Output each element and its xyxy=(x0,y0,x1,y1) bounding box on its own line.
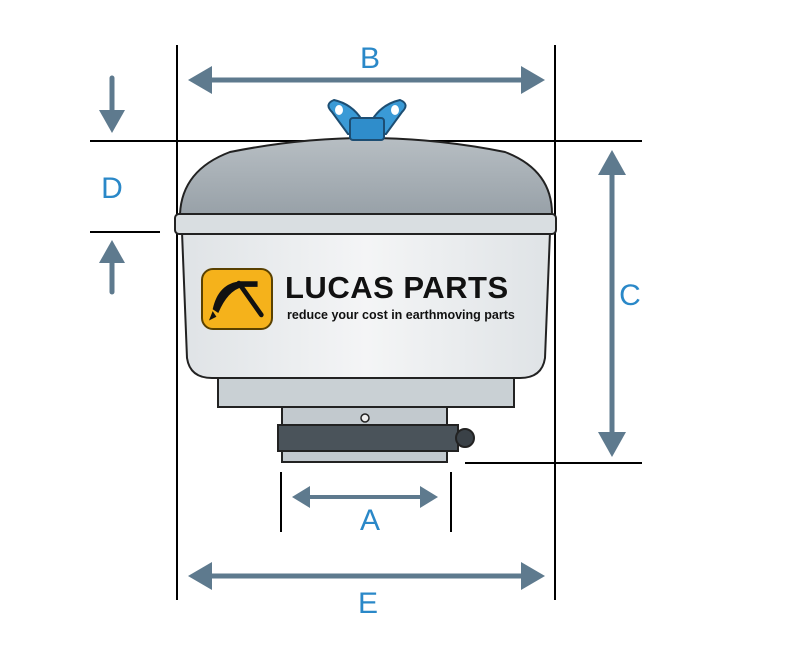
dimension-d-top-arrow xyxy=(99,75,125,133)
dimension-b-arrow xyxy=(188,66,545,94)
dimension-c-arrow xyxy=(598,150,626,457)
dimension-c-label: C xyxy=(619,279,641,312)
dimension-b-label: B xyxy=(360,42,380,75)
dome-cap xyxy=(178,136,554,215)
brand-name: LUCAS PARTS xyxy=(285,270,509,305)
dimension-d-label: D xyxy=(101,172,123,205)
brand-banner: LUCAS PARTS reduce your cost in earthmov… xyxy=(201,268,531,334)
dimension-d-bottom-arrow xyxy=(99,240,125,295)
filter-bowl xyxy=(180,231,552,379)
air-filter xyxy=(174,98,557,463)
dimension-e-label: E xyxy=(358,587,378,620)
dimension-e-arrow xyxy=(188,562,545,590)
dimension-a-arrow xyxy=(292,486,438,508)
clamp-screw xyxy=(360,413,370,423)
pickaxe-logo-icon xyxy=(201,268,273,330)
brand-tagline: reduce your cost in earthmoving parts xyxy=(287,308,515,322)
clamp-band xyxy=(277,424,459,452)
lower-collar xyxy=(217,373,515,408)
wing-nut xyxy=(327,98,407,141)
dimension-arrows xyxy=(99,66,626,590)
cap-rim xyxy=(174,213,557,235)
dimension-a-label: A xyxy=(360,504,380,537)
clamp-bolt xyxy=(455,428,475,448)
